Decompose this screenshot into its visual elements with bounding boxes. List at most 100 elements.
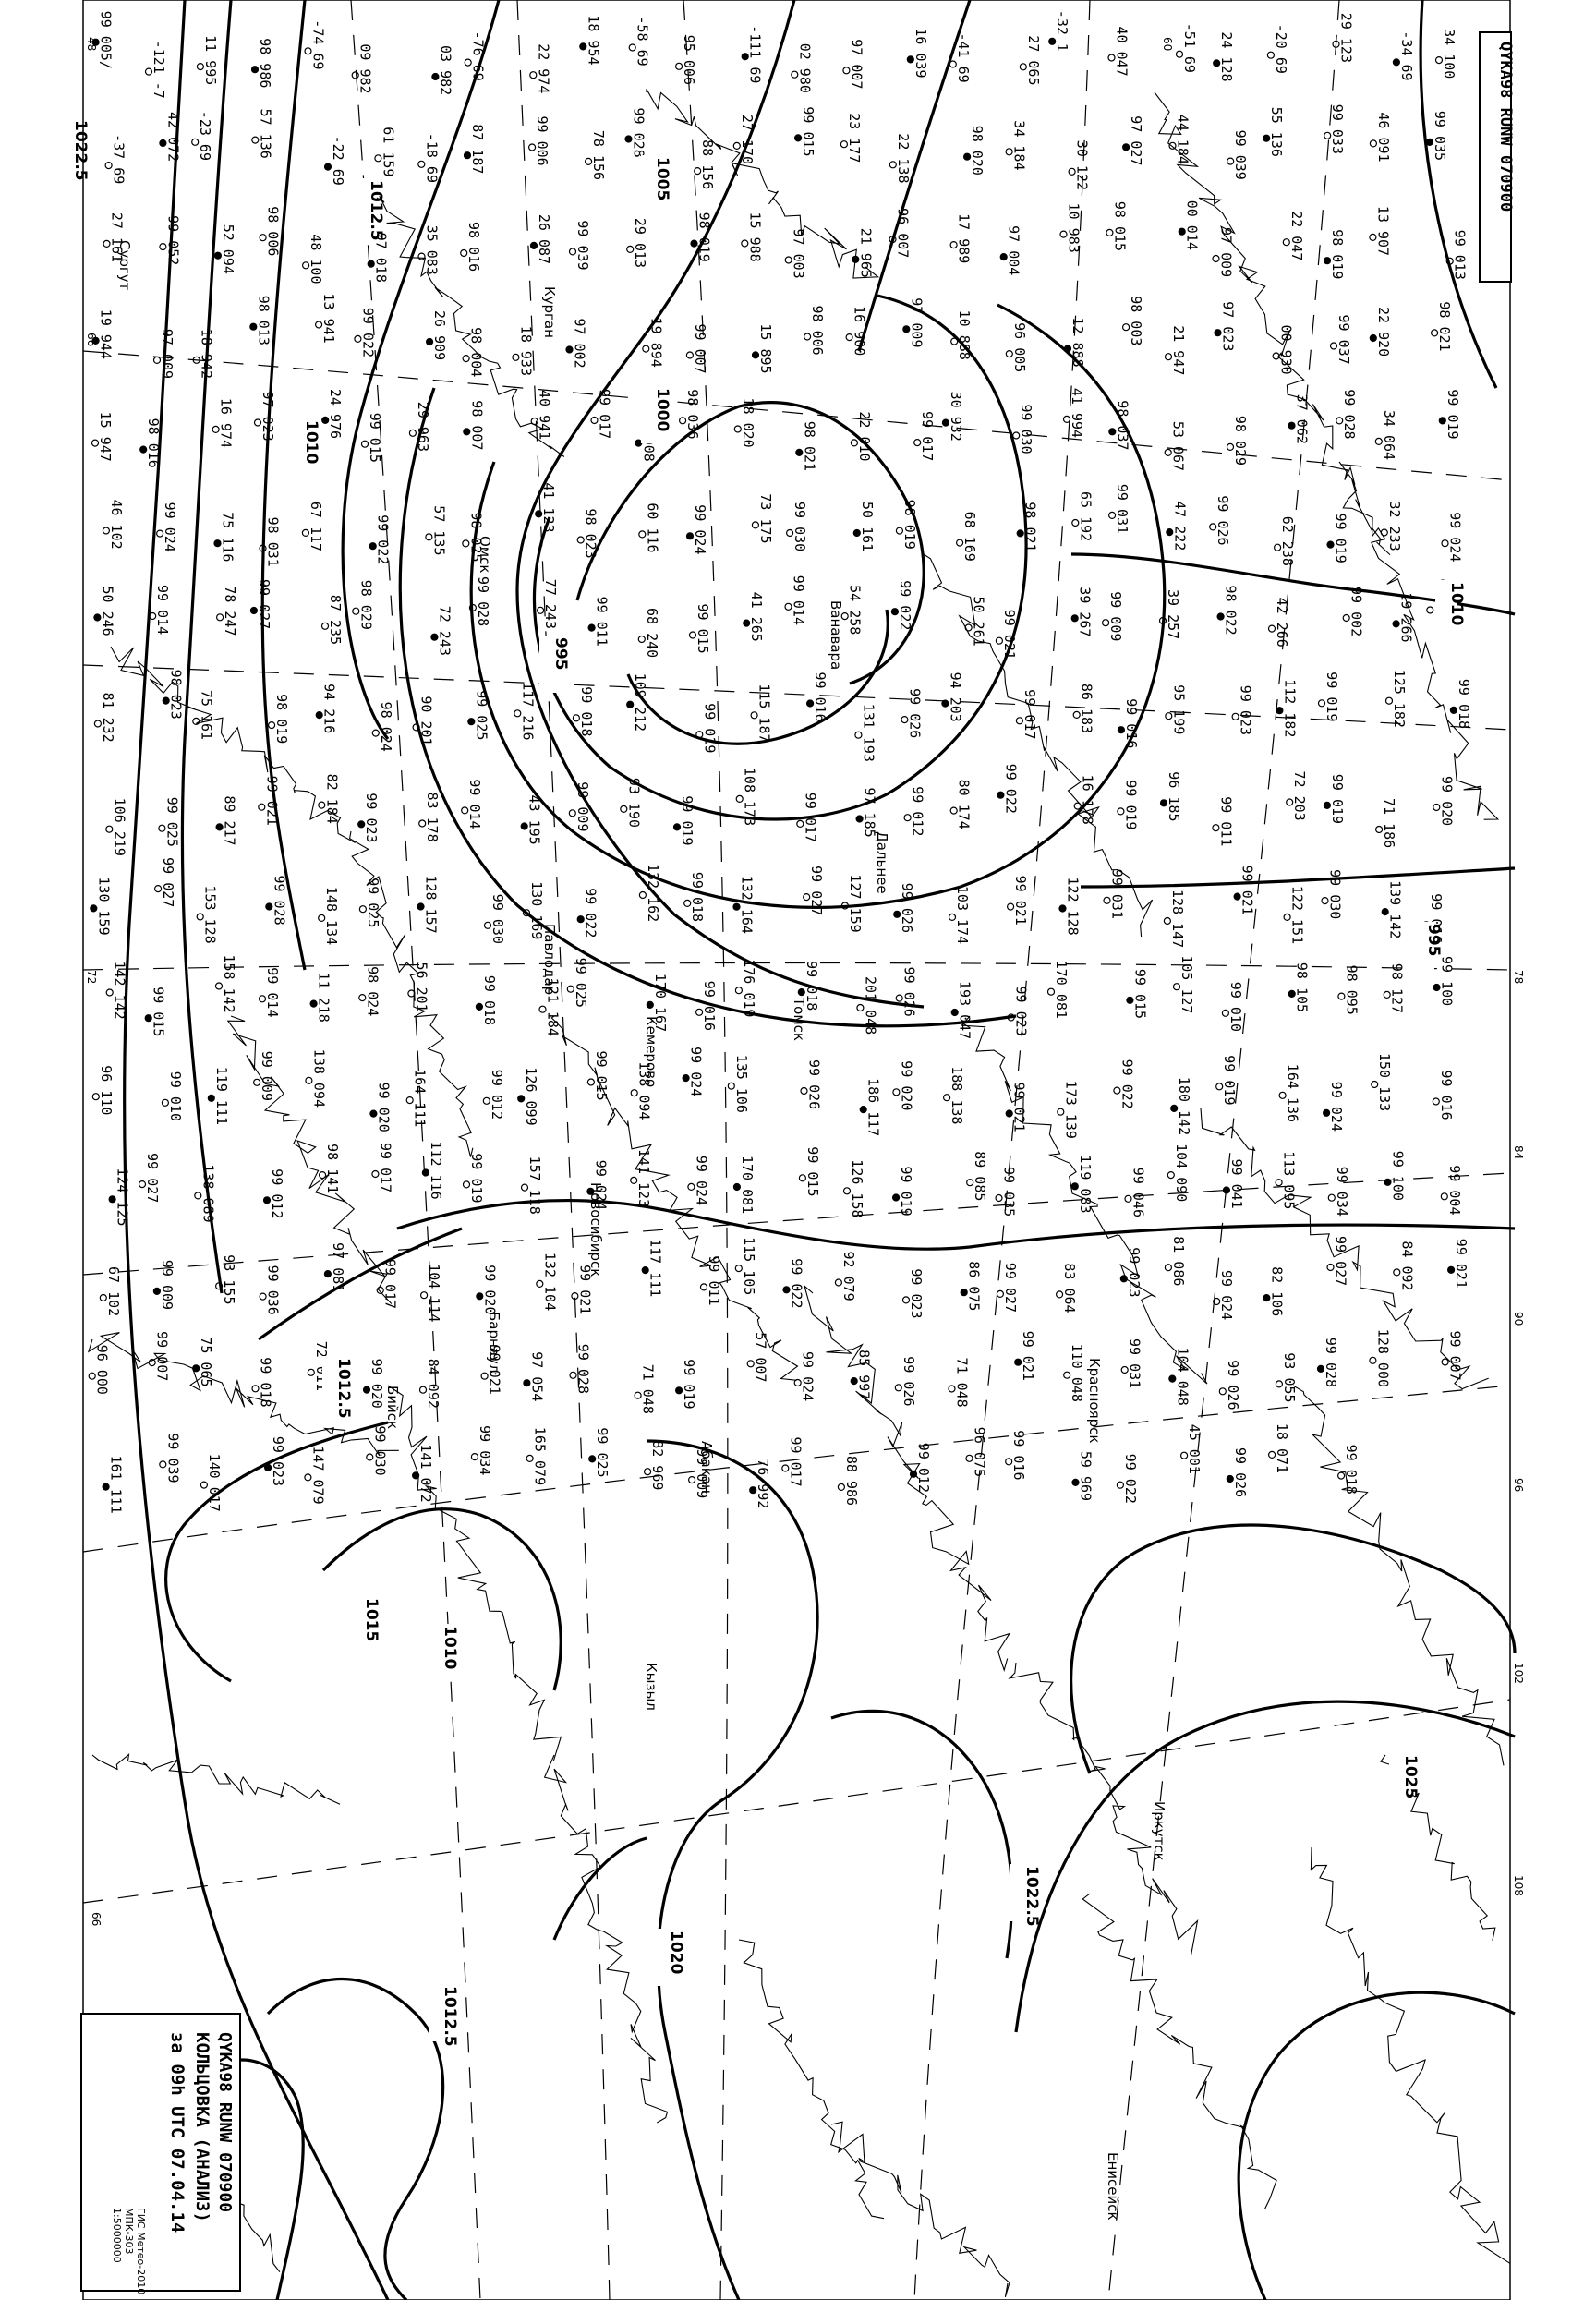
station-marker xyxy=(517,1095,526,1103)
isobar-line-13 xyxy=(1080,866,1516,889)
station-value: 99 018 xyxy=(258,1357,274,1407)
station-marker xyxy=(733,425,742,433)
station-marker xyxy=(902,325,911,333)
station-marker xyxy=(1321,896,1329,905)
station-value: 99 021 xyxy=(1001,610,1018,660)
station-marker xyxy=(576,915,585,924)
station-value: 78 156 xyxy=(590,130,607,180)
station-value: 99 037 xyxy=(1336,315,1352,365)
station-marker xyxy=(1433,803,1441,812)
station-value: 99 024 xyxy=(592,1160,609,1210)
station-value: 21 947 xyxy=(1170,325,1187,375)
station-marker xyxy=(1212,824,1220,832)
station-value: 99 026 xyxy=(901,967,918,1017)
station-marker xyxy=(735,794,744,804)
station-marker xyxy=(1216,612,1225,621)
isobar-label-bg xyxy=(539,636,562,693)
isobar-line-4 xyxy=(515,0,925,1009)
station-marker xyxy=(1326,1263,1335,1272)
station-value: 99 031 xyxy=(1127,1338,1143,1388)
station-value: 99 024 xyxy=(162,502,178,552)
station-value: 97 023 xyxy=(1220,301,1237,351)
station-marker xyxy=(906,55,914,64)
isobar-label: 1020 xyxy=(667,1931,685,1974)
station-value: 61 159 xyxy=(380,127,396,176)
isobar-line-24 xyxy=(552,1836,647,1941)
station-value: 99 017 xyxy=(1022,689,1038,739)
isobar-line-2 xyxy=(260,0,307,971)
station-marker xyxy=(1425,138,1433,146)
station-value: 98 095 xyxy=(1343,965,1360,1015)
station-value: 47 222 xyxy=(1171,501,1188,551)
station-value: -37 69 xyxy=(111,134,127,184)
header-top-text: QYKA98 RUNW 070900 xyxy=(1496,42,1515,212)
station-value: 99 028 xyxy=(475,576,491,626)
station-marker xyxy=(408,429,417,437)
station-value: 84 092 xyxy=(425,1359,441,1409)
station-value: 46 091 xyxy=(1375,112,1392,162)
station-value: 119 083 xyxy=(1077,1155,1094,1213)
station-marker xyxy=(360,440,369,448)
isobar-line-5 xyxy=(857,0,972,352)
station-marker xyxy=(102,1483,110,1491)
station-marker xyxy=(955,539,964,547)
station-value: 17 989 xyxy=(956,213,973,263)
isobar-label: 1000 xyxy=(653,388,671,431)
grid-line-0 xyxy=(82,962,1511,971)
station-value: 115 187 xyxy=(756,684,773,742)
station-marker xyxy=(1108,428,1117,436)
station-value: 75 116 xyxy=(220,512,236,562)
station-marker xyxy=(845,333,853,342)
station-marker xyxy=(798,1174,807,1182)
station-marker xyxy=(948,1385,956,1393)
station-value: 122 151 xyxy=(1289,886,1306,944)
station-value: 97 009 xyxy=(1218,227,1235,277)
station-value: 99 019 xyxy=(898,1167,914,1217)
station-value: 119 111 xyxy=(213,1067,230,1125)
city-label: Ванавара xyxy=(828,600,844,670)
station-marker xyxy=(732,141,741,150)
station-value: 131 193 xyxy=(860,704,877,762)
station-marker xyxy=(467,718,476,726)
grid-line-4 xyxy=(82,1172,1511,1276)
station-marker xyxy=(732,1182,742,1192)
station-marker xyxy=(482,1096,490,1105)
station-value: 82 184 xyxy=(323,774,340,824)
station-marker xyxy=(1168,141,1177,150)
station-marker xyxy=(1266,51,1276,59)
station-marker xyxy=(1227,157,1235,165)
station-marker xyxy=(426,337,434,346)
edge-number: 84 xyxy=(1512,1145,1525,1159)
edge-number: 96 xyxy=(1512,1478,1525,1492)
station-value: 99 024 xyxy=(1447,512,1464,562)
grid-line-2 xyxy=(82,350,1511,481)
station-value: 97 002 xyxy=(572,319,588,369)
station-value: 99 007 xyxy=(692,324,708,374)
station-value: 99 041 xyxy=(1228,1159,1245,1209)
station-value: 22 010 xyxy=(856,411,873,461)
station-value: 99 028 xyxy=(1341,389,1358,439)
station-value: 43 195 xyxy=(526,795,543,845)
station-marker xyxy=(1101,619,1110,627)
station-marker xyxy=(732,902,741,911)
station-marker xyxy=(685,351,695,359)
station-value: 98 004 xyxy=(468,327,485,377)
station-marker xyxy=(949,60,957,68)
station-marker xyxy=(1071,1478,1080,1487)
edge-number: 108 xyxy=(1512,1875,1525,1896)
station-value: 12 888 xyxy=(1070,317,1086,367)
station-value: 62 238 xyxy=(1279,516,1296,566)
station-marker xyxy=(214,982,224,990)
station-value: 35 083 xyxy=(424,225,441,275)
station-value: 110 048 xyxy=(1069,1344,1085,1402)
grid-line-3 xyxy=(82,1699,1511,1904)
station-marker xyxy=(626,700,635,708)
station-marker xyxy=(795,448,804,456)
station-value: 99 027 xyxy=(160,857,176,907)
isobar-label: 1010 xyxy=(441,1626,459,1669)
grid-line-5 xyxy=(82,664,1511,731)
station-marker xyxy=(678,417,687,425)
station-marker xyxy=(1336,417,1344,425)
station-value: 34 064 xyxy=(1381,410,1397,460)
